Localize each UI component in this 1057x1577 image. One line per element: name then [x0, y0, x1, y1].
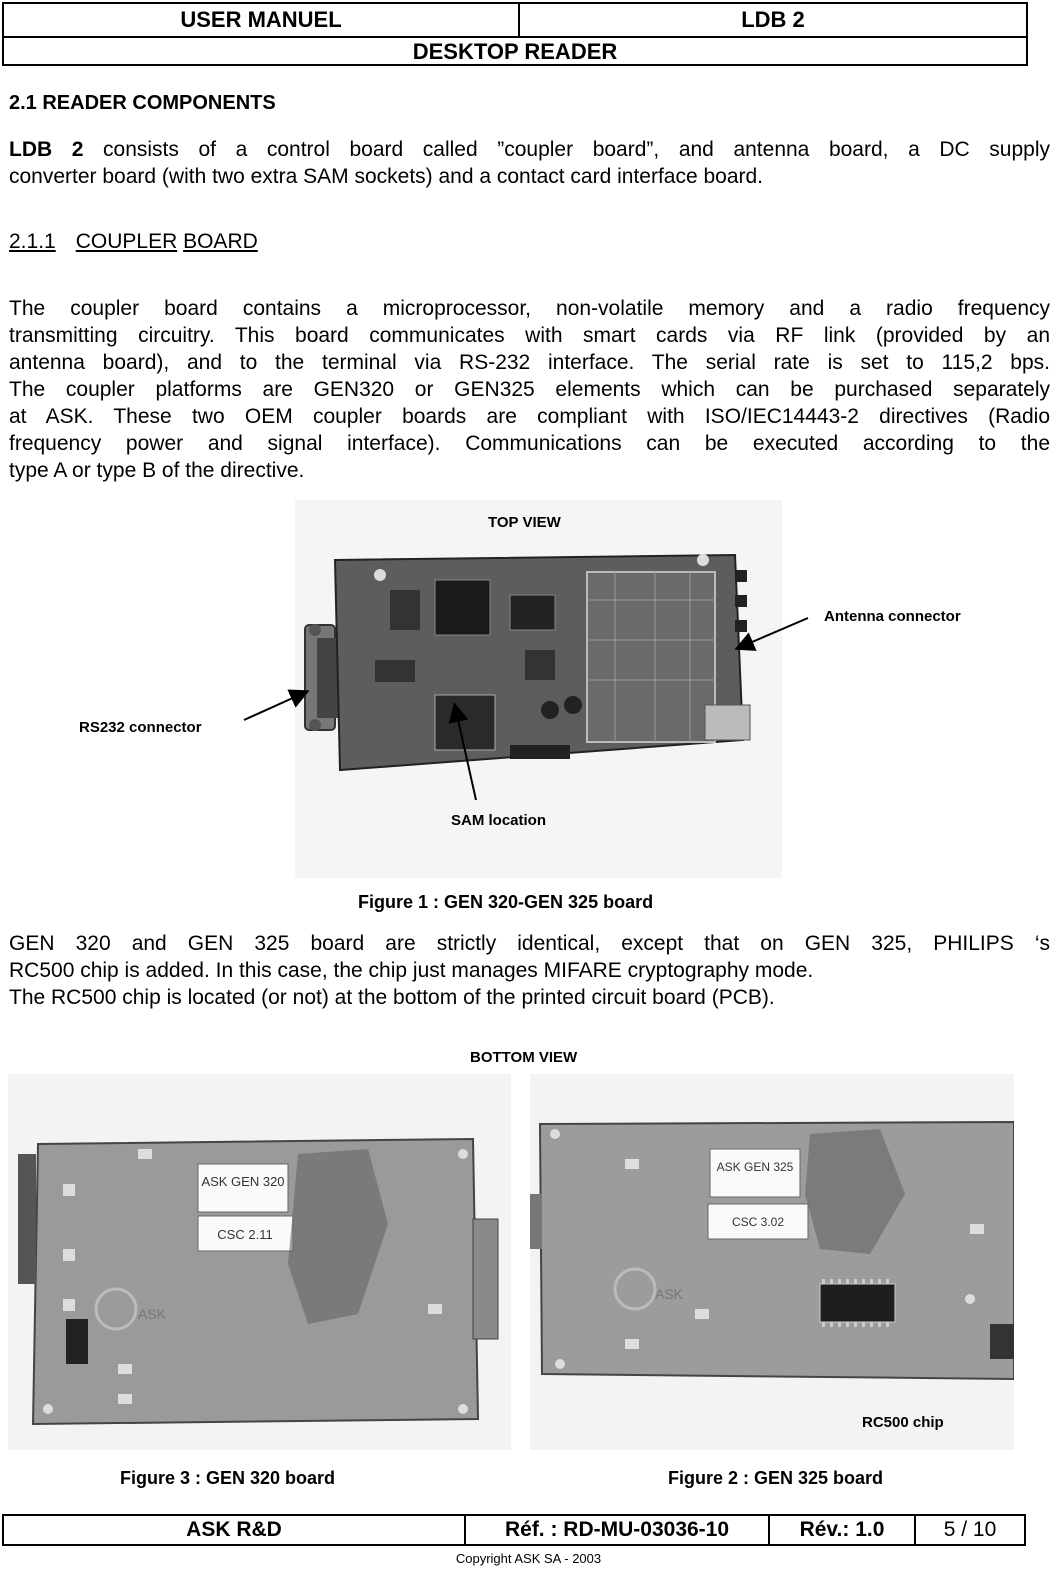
- gen325-board-image: ASK GEN 325 CSC 3.02 ASK: [530, 1074, 1015, 1450]
- product-name: LDB 2: [741, 7, 805, 32]
- copyright-notice: Copyright ASK SA - 2003: [455, 1551, 602, 1566]
- sam-location-label: SAM location: [451, 812, 547, 829]
- rs232-arrow: [243, 689, 310, 721]
- intro-rest: consists of a control board called ”coup…: [83, 138, 1050, 161]
- section-heading: 2.1 READER COMPONENTS: [9, 92, 276, 114]
- footer-revision: Rév.: 1.0: [770, 1516, 916, 1544]
- gen320-board-image: ASK GEN 320 CSC 2.11 ASK: [8, 1074, 511, 1450]
- antenna-arrow: [734, 617, 809, 651]
- footer-reference: Réf. : RD-MU-03036-10: [466, 1516, 770, 1544]
- footer-table: ASK R&D Réf. : RD-MU-03036-10 Rév.: 1.0 …: [2, 1514, 1026, 1546]
- gen320-board-logo: ASK: [138, 1306, 167, 1322]
- rc500-chip-label: RC500 chip: [862, 1414, 944, 1431]
- footer-page-number: 5 / 10: [943, 1518, 997, 1541]
- body1-line: transmitting circuitry. This board commu…: [9, 324, 1050, 347]
- subsection-title-a: COUPLER: [75, 230, 178, 253]
- body1-line: frequency power and signal interface). C…: [9, 432, 1050, 455]
- header-table: USER MANUEL LDB 2 DESKTOP READER: [2, 2, 1028, 66]
- doc-subtitle: DESKTOP READER: [412, 39, 618, 64]
- intro-line-1: LDB 2 consists of a control board called…: [9, 136, 1050, 163]
- body2-line: GEN 320 and GEN 325 board are strictly i…: [9, 932, 1050, 955]
- antenna-connector-label: Antenna connector: [824, 608, 961, 625]
- subsection-number: 2.1.1: [9, 230, 56, 253]
- figure3-caption: Figure 3 : GEN 320 board: [120, 1468, 336, 1488]
- bottom-view-label: BOTTOM VIEW: [470, 1049, 578, 1066]
- top-view-photo: [295, 500, 782, 878]
- body1-line: type A or type B of the directive.: [9, 459, 305, 482]
- header-row: USER MANUEL LDB 2: [4, 4, 1026, 38]
- figure2-caption: Figure 2 : GEN 325 board: [668, 1468, 884, 1488]
- gen325-board-logo: ASK: [655, 1286, 684, 1302]
- figure1-caption: Figure 1 : GEN 320-GEN 325 board: [358, 892, 654, 912]
- gen325-sticker-title: ASK GEN 325: [717, 1160, 794, 1174]
- body1-line: The coupler board contains a microproces…: [9, 297, 1050, 320]
- gen320-sticker-csc: CSC 2.11: [217, 1227, 272, 1242]
- intro-line-2: converter board (with two extra SAM sock…: [9, 165, 764, 188]
- body1-line: at ASK. These two OEM coupler boards are…: [9, 405, 1050, 428]
- subsection-title-b: BOARD: [183, 230, 258, 253]
- subsection-heading: 2.1.1 COUPLER BOARD: [9, 230, 258, 254]
- body1-line: antenna board), and to the terminal via …: [9, 351, 1050, 374]
- intro-bold: LDB 2: [9, 138, 84, 161]
- intro-paragraph: LDB 2 consists of a control board called…: [9, 136, 1050, 190]
- sam-arrow: [448, 702, 477, 801]
- body-paragraph-1: The coupler board contains a microproces…: [9, 295, 1050, 484]
- body1-line: The coupler platforms are GEN320 or GEN3…: [9, 378, 1050, 401]
- gen320-sticker-title: ASK GEN 320: [201, 1174, 284, 1189]
- coupler-board-top-image: [295, 500, 782, 878]
- body-paragraph-2: GEN 320 and GEN 325 board are strictly i…: [9, 930, 1050, 1011]
- rs232-connector-label: RS232 connector: [79, 719, 202, 736]
- body2-line: RC500 chip is added. In this case, the c…: [9, 959, 814, 982]
- gen320-bottom-photo: ASK GEN 320 CSC 2.11 ASK: [8, 1074, 511, 1450]
- body2-line: The RC500 chip is located (or not) at th…: [9, 986, 775, 1009]
- top-view-label: TOP VIEW: [488, 514, 561, 531]
- footer-company: ASK R&D: [4, 1516, 466, 1544]
- gen325-sticker-csc: CSC 3.02: [732, 1215, 784, 1229]
- doc-type: USER MANUEL: [4, 4, 520, 36]
- gen325-bottom-photo: ASK GEN 325 CSC 3.02 ASK: [530, 1074, 1015, 1450]
